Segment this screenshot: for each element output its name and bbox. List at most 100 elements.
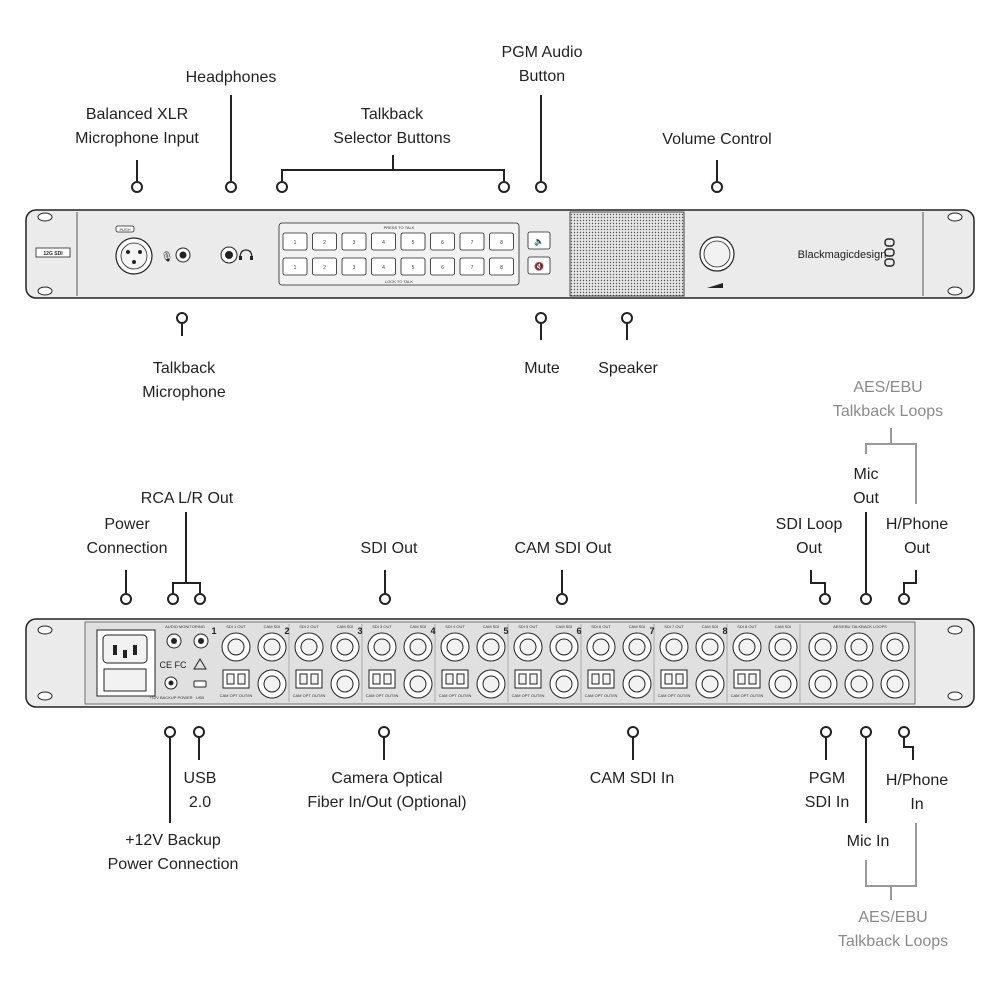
talkback-button-5-top[interactable]: 5	[400, 232, 426, 251]
optical-slot	[675, 673, 684, 685]
volume-knob[interactable]	[699, 236, 735, 288]
optical-slot	[529, 673, 538, 685]
talkback-button-4-bottom[interactable]: 4	[371, 257, 396, 276]
12g-sdi-badge: 12G SDI	[35, 247, 71, 258]
talkback-button-number: 7	[471, 240, 474, 246]
talkback-button-2-top[interactable]: 2	[312, 232, 337, 251]
channel-number: 3	[357, 626, 362, 636]
rack-ear-hole	[947, 212, 963, 222]
bnc-center	[738, 638, 756, 656]
talkback-button-number: 1	[294, 265, 297, 271]
svg-text:+12V BACKUP POWER: +12V BACKUP POWER	[149, 695, 192, 700]
svg-text:🔈: 🔈	[534, 237, 544, 246]
sdi-out-caption: SDI 8 OUT	[737, 624, 757, 629]
bnc-center	[482, 675, 500, 693]
talkback-button-1-top[interactable]: 1	[282, 232, 308, 251]
mute-button[interactable]: 🔇	[527, 256, 551, 275]
usb-port[interactable]	[193, 680, 207, 688]
optical-slot	[445, 673, 454, 685]
svg-text:USB: USB	[196, 695, 205, 700]
xlr-input[interactable]: PUSH	[115, 225, 153, 275]
pgm-audio-button[interactable]: 🔈	[527, 231, 551, 250]
bnc-center	[592, 638, 610, 656]
talkback-button-8-top[interactable]: 8	[489, 232, 514, 251]
power-connection[interactable]	[96, 629, 156, 697]
label-headphones: Headphones	[185, 69, 277, 86]
label-sdi-out: SDI Out	[360, 540, 418, 557]
front-panel: 12G SDI PUSH 🎙 PRESS TO TALK	[25, 209, 975, 299]
label-speaker: Speaker	[598, 360, 658, 377]
talkback-button-3-bottom[interactable]: 3	[341, 257, 367, 276]
sdi-out-caption: SDI 6 OUT	[591, 624, 611, 629]
svg-text:PUSH: PUSH	[119, 227, 130, 232]
label-rca-out: RCA L/R Out	[140, 490, 234, 507]
talkback-button-7-bottom[interactable]: 7	[459, 257, 485, 276]
cam-sdi-caption: CAM SDI	[264, 624, 281, 629]
optical-slot	[237, 673, 246, 685]
bnc-center	[300, 638, 318, 656]
talkback-button-6-top[interactable]: 6	[430, 232, 455, 251]
channel-number: 5	[503, 626, 508, 636]
optical-slot	[737, 673, 746, 685]
svg-text:Blackmagicdesign: Blackmagicdesign	[798, 249, 887, 261]
sdi-out-caption: SDI 3 OUT	[372, 624, 392, 629]
label-volume-control: Volume Control	[662, 131, 772, 148]
talkback-button-number: 5	[412, 240, 415, 246]
optical-slot	[518, 673, 527, 685]
speaker-grille	[569, 211, 685, 297]
rack-ear-hole	[37, 691, 53, 701]
bnc-center	[628, 675, 646, 693]
channel-number: 4	[430, 626, 435, 636]
label-mic-in: Mic In	[846, 833, 890, 850]
bnc-center	[628, 638, 646, 656]
backup-power-input[interactable]	[164, 676, 178, 690]
talkback-button-2-bottom[interactable]: 2	[312, 257, 337, 276]
talkback-button-7-top[interactable]: 7	[459, 232, 485, 251]
bnc-center	[519, 638, 537, 656]
cam-sdi-caption: CAM SDI	[410, 624, 427, 629]
channel-number: 6	[576, 626, 581, 636]
bnc-center	[336, 675, 354, 693]
channel-number: 1	[211, 626, 216, 636]
talkback-button-number: 6	[441, 240, 444, 246]
talkback-button-number: 8	[500, 240, 503, 246]
talkback-button-number: 6	[441, 265, 444, 271]
bnc-center	[774, 638, 792, 656]
rca-outputs[interactable]	[166, 633, 209, 649]
cam-opt-caption: CAM OPT OUT/IN	[731, 693, 764, 698]
talkback-button-number: 7	[471, 265, 474, 271]
talkback-button-4-top[interactable]: 4	[371, 232, 396, 251]
label-mute: Mute	[524, 360, 560, 377]
cam-opt-caption: CAM OPT OUT/IN	[439, 693, 472, 698]
talkback-button-5-bottom[interactable]: 5	[400, 257, 426, 276]
headphones-jack[interactable]	[220, 246, 253, 264]
bnc-center	[409, 675, 427, 693]
cam-opt-caption: CAM OPT OUT/IN	[293, 693, 326, 698]
talkback-button-8-bottom[interactable]: 8	[489, 257, 514, 276]
cam-opt-caption: CAM OPT OUT/IN	[220, 693, 253, 698]
bnc-center	[555, 675, 573, 693]
talkback-button-3-top[interactable]: 3	[341, 232, 367, 251]
channel-number: 7	[649, 626, 654, 636]
label-cam-sdi-in: CAM SDI In	[589, 770, 675, 787]
cam-sdi-caption: CAM SDI	[337, 624, 354, 629]
talkback-button-number: 4	[382, 265, 385, 271]
talkback-button-6-bottom[interactable]: 6	[430, 257, 455, 276]
talkback-button-number: 2	[323, 265, 326, 271]
rack-ear-hole	[947, 691, 963, 701]
talkback-button-1-bottom[interactable]: 1	[282, 257, 308, 276]
